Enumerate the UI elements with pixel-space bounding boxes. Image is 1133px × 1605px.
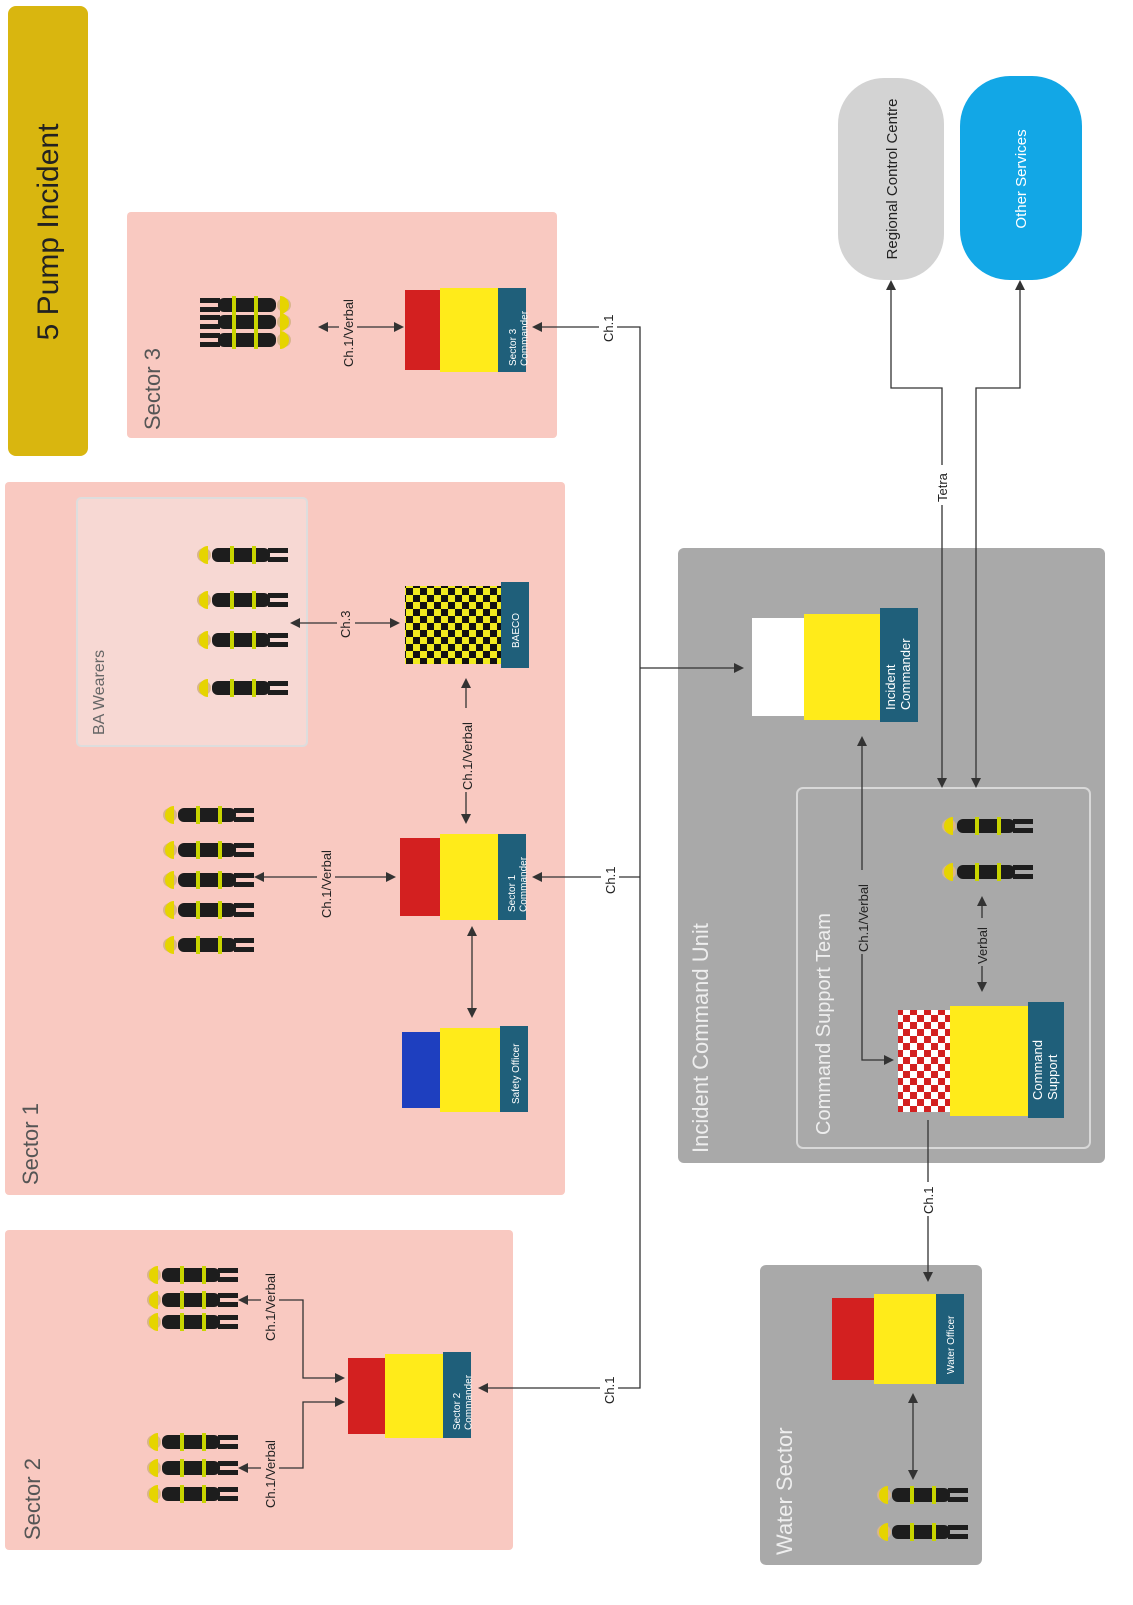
title-banner: 5 Pump Incident bbox=[8, 6, 88, 456]
icu-label: Incident Command Unit bbox=[688, 923, 713, 1153]
water-officer-vest: Water Officer bbox=[832, 1294, 964, 1384]
verbal-label-ic-cs: Ch.1/Verbal bbox=[856, 884, 871, 952]
ch3-label: Ch.3 bbox=[338, 611, 353, 638]
other-services-label: Other Services bbox=[1013, 129, 1030, 228]
ch1-label-sector2: Ch.1 bbox=[602, 1377, 617, 1404]
verbal-label-sector1: Ch.1/Verbal bbox=[319, 850, 334, 918]
water-officer-tag: Water Officer bbox=[946, 1315, 957, 1374]
water-sector-label: Water Sector bbox=[772, 1427, 797, 1555]
baeco-tag: BAECO bbox=[511, 613, 522, 648]
other-services-node: Other Services bbox=[960, 76, 1082, 280]
ch1-label-sector1: Ch.1 bbox=[603, 867, 618, 894]
baeco-vest: BAECO bbox=[405, 582, 529, 668]
regional-control-label: Regional Control Centre bbox=[884, 99, 901, 260]
command-support-vest: CommandSupport bbox=[898, 1002, 1064, 1118]
ch1-label-sector3: Ch.1 bbox=[601, 315, 616, 342]
sector-1-label: Sector 1 bbox=[18, 1103, 43, 1185]
regional-control-node: Regional Control Centre bbox=[838, 78, 944, 280]
sector-2-label: Sector 2 bbox=[20, 1458, 45, 1540]
incident-commander-vest: IncidentCommander bbox=[752, 608, 918, 722]
verbal-label-sector2-lower: Ch.1/Verbal bbox=[263, 1440, 278, 1508]
tetra-label: Tetra bbox=[935, 472, 950, 502]
verbal-label-cs: Verbal bbox=[975, 927, 990, 964]
sector-2-commander-vest: Sector 2Commander bbox=[348, 1352, 475, 1438]
verbal-label-sector3: Ch.1/Verbal bbox=[341, 299, 356, 367]
ba-wearers-panel: BA Wearers bbox=[77, 498, 307, 746]
sector-3-commander-vest: Sector 3Commander bbox=[405, 288, 531, 372]
safety-officer-vest: Safety Officer bbox=[402, 1026, 528, 1112]
cst-label: Command Support Team bbox=[813, 913, 835, 1135]
safety-officer-tag: Safety Officer bbox=[511, 1043, 522, 1104]
ba-wearers-label: BA Wearers bbox=[91, 650, 108, 735]
sector-1-commander-vest: Sector 1Commander bbox=[400, 834, 530, 920]
verbal-label-baeco: Ch.1/Verbal bbox=[460, 722, 475, 790]
verbal-label-sector2-upper: Ch.1/Verbal bbox=[263, 1273, 278, 1341]
ch1-label-water: Ch.1 bbox=[921, 1187, 936, 1214]
sector-3-label: Sector 3 bbox=[140, 348, 165, 430]
page-title: 5 Pump Incident bbox=[32, 123, 65, 340]
